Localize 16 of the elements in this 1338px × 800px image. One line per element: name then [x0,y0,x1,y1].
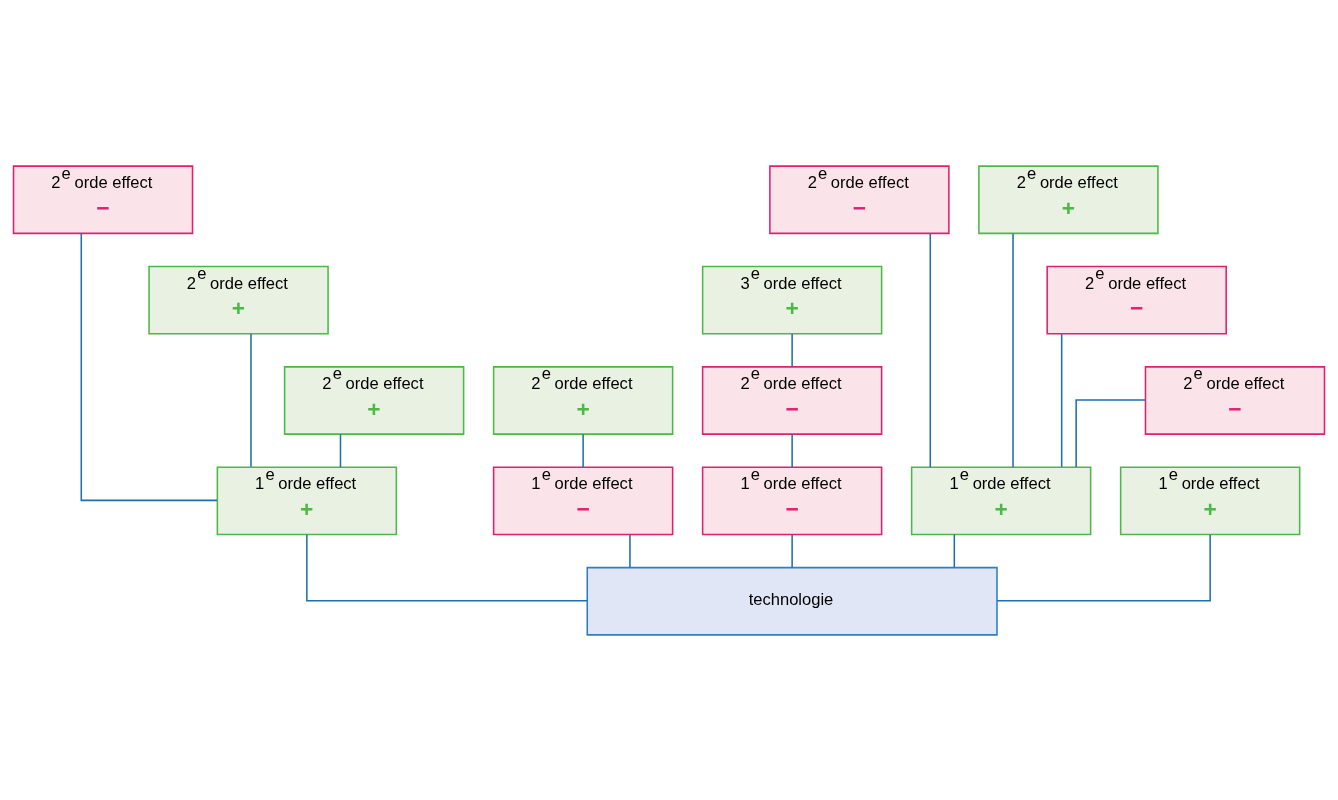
connector [791,533,793,568]
connector [953,533,956,568]
connector [929,232,932,468]
connector [791,433,793,468]
connector [1012,232,1014,468]
connector [791,332,793,368]
connector [1060,332,1063,468]
connector [306,533,588,601]
connector [996,533,1211,601]
connector [629,533,631,568]
connector [80,232,218,501]
connector [339,433,342,468]
connector [250,332,252,468]
connector [1075,398,1147,468]
connector [582,433,584,468]
node-box: technologie [586,566,998,636]
